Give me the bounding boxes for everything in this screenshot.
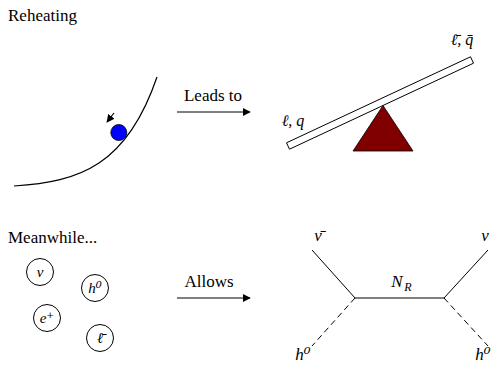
particle-circle: ℓ̄: [86, 324, 114, 352]
allows-arrow: [177, 298, 250, 299]
particle-label: h⁰: [295, 346, 310, 365]
section-heading: Reheating: [8, 7, 77, 26]
particle-circle: e⁺: [33, 304, 61, 332]
roll-arrow: [107, 113, 114, 122]
scalar-line: [444, 298, 488, 346]
arrow-label: Leads to: [184, 87, 242, 106]
particle-circle: ν: [26, 258, 54, 286]
fermion-line: [312, 250, 355, 298]
particle-label: ℓ̄, q̄: [451, 31, 474, 49]
seesaw-fulcrum: [353, 106, 413, 152]
section-heading: Meanwhile...: [8, 229, 97, 248]
particle-symbol: ν: [37, 265, 44, 280]
particle-symbol: ℓ̄: [97, 331, 103, 346]
particle-label: N: [391, 273, 402, 292]
particle-symbol: e⁺: [40, 311, 55, 326]
particle-label: h⁰: [475, 346, 490, 365]
arrow-label: Allows: [184, 273, 233, 292]
fermion-line: [444, 250, 488, 298]
potential-curve: [14, 77, 157, 186]
particle-circle: h⁰: [81, 274, 109, 302]
particle-label: ν̄: [314, 227, 322, 246]
propagator-line: [355, 298, 444, 299]
field-ball: [111, 125, 127, 141]
scalar-line: [312, 298, 355, 346]
leads-arrow: [177, 112, 250, 113]
particle-label: ℓ, q: [282, 112, 305, 130]
subscript-label: R: [404, 281, 411, 294]
particle-label: ν: [481, 227, 489, 246]
particle-symbol: h⁰: [88, 281, 102, 296]
